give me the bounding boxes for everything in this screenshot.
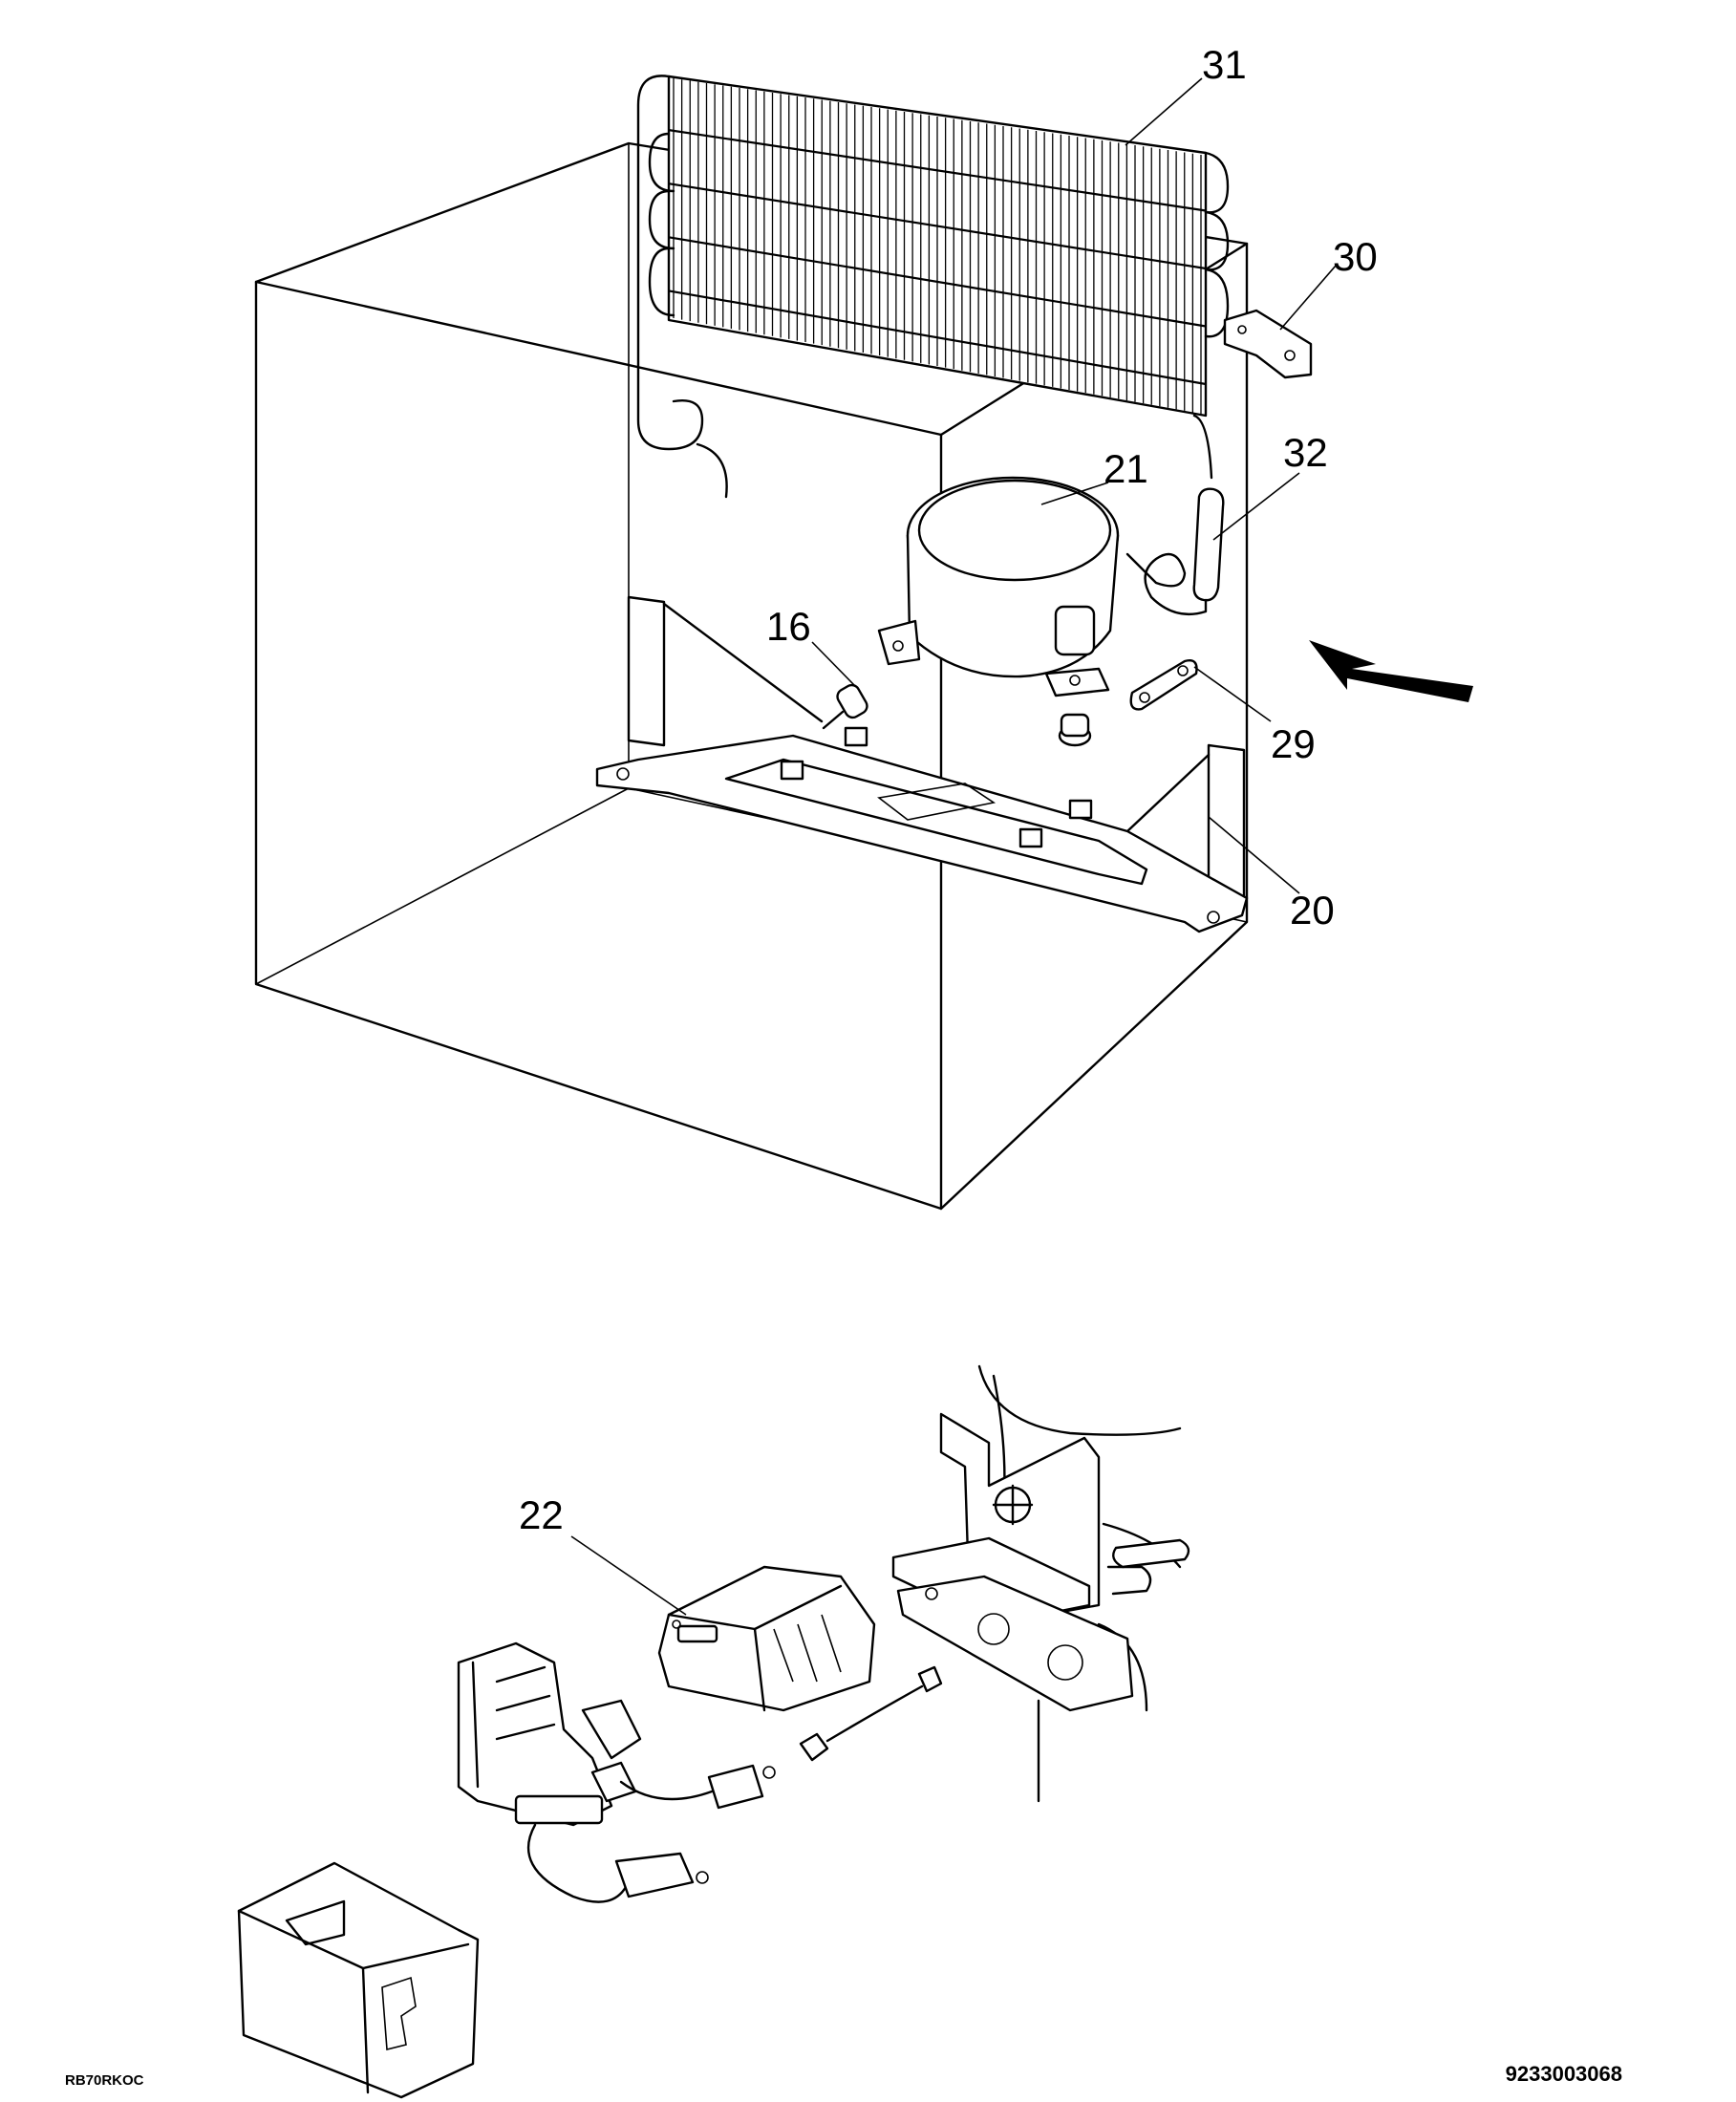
rubber-grommet <box>1058 713 1092 747</box>
callout-30: 30 <box>1333 234 1378 279</box>
callout-29: 29 <box>1271 721 1316 766</box>
condenser-tube <box>668 129 1207 212</box>
terminal-mounting-bracket <box>891 1412 1134 1712</box>
diagram-number-label: 9233003068 <box>1506 2062 1622 2086</box>
terminal-block <box>457 1641 642 1827</box>
bracket-clip-part-30 <box>1223 309 1313 379</box>
base-frame-part-20 <box>595 595 1249 933</box>
callout-22: 22 <box>519 1492 564 1537</box>
callout-32: 32 <box>1283 430 1328 475</box>
wiring-harness <box>526 1665 943 1903</box>
compressor-part-21 <box>877 476 1120 697</box>
callout-21: 21 <box>1104 446 1148 491</box>
condenser-tube <box>668 182 1207 270</box>
terminal-cover <box>237 1861 480 2099</box>
condenser-tube <box>668 236 1207 328</box>
starting-relay-part-22 <box>657 1565 876 1712</box>
filter-drier-part-32 <box>1125 487 1225 615</box>
spacer-part-16 <box>822 683 868 730</box>
callout-20: 20 <box>1290 888 1335 933</box>
callout-16: 16 <box>766 604 811 649</box>
condenser-coil <box>636 75 1230 499</box>
view-direction-arrow <box>1309 640 1473 702</box>
leader-lines <box>570 77 1337 1616</box>
condenser-tube <box>668 290 1207 386</box>
link-plate-part-29 <box>1129 659 1198 711</box>
callout-31: 31 <box>1202 42 1247 87</box>
model-code-label: RB70RKOC <box>65 2072 144 2089</box>
